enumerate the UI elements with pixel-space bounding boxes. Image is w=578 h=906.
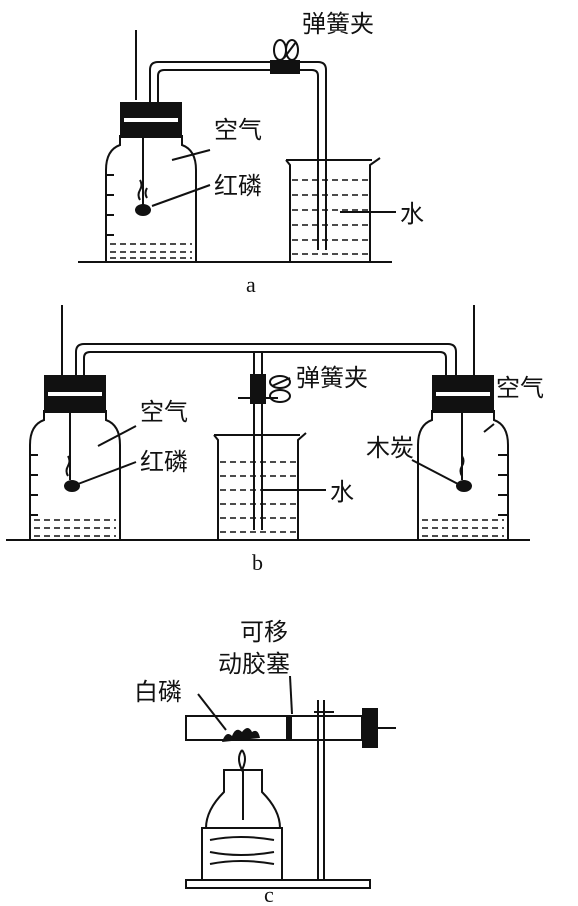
wooden-block-c [201,827,283,881]
caption-b: b [252,550,263,575]
caption-c: c [264,882,274,906]
tube-a [149,61,327,250]
label-clamp-b: 弹簧夹 [296,364,368,392]
label-clamp-a: 弹簧夹 [302,10,374,38]
beaker-a [285,157,381,263]
red-phosphorus-spoon-b [64,480,80,492]
label-air-b-left: 空气 [140,398,188,426]
label-charcoal-b: 木炭 [366,434,414,462]
diagram-a: 弹簧夹 空气 红磷 水 a [78,10,424,297]
caption-a: a [246,272,256,297]
spring-clamp-b [250,374,266,404]
end-stopper-c [362,708,378,748]
jar-b-left [29,410,121,541]
label-movable-plug-line2: 动胶塞 [218,650,290,678]
jar-b-right [417,410,509,541]
beaker-b [213,432,307,541]
jar-a [105,135,197,263]
diagram-c: 可移 动胶塞 白磷 c [134,618,396,906]
label-movable-plug-line1: 可移 [240,618,288,646]
glass-tube-c [185,715,363,741]
label-water-b: 水 [330,478,354,506]
label-red-phosphorus-a: 红磷 [214,172,262,200]
spring-clamp-a [270,60,300,74]
tube-b [75,343,457,375]
label-white-phosphorus: 白磷 [134,678,182,706]
white-phosphorus-c [222,728,260,742]
movable-plug-c [286,716,292,740]
label-air-b-right: 空气 [496,374,544,402]
label-water-a: 水 [400,200,424,228]
label-red-phosphorus-b: 红磷 [140,448,188,476]
diagram-b: 弹簧夹 空气 红磷 水 空气 木炭 b [6,305,544,575]
charcoal-spoon-b [456,480,472,492]
stand-base-c [185,879,371,889]
red-phosphorus-spoon-a [135,204,151,216]
label-air-a: 空气 [214,116,262,144]
